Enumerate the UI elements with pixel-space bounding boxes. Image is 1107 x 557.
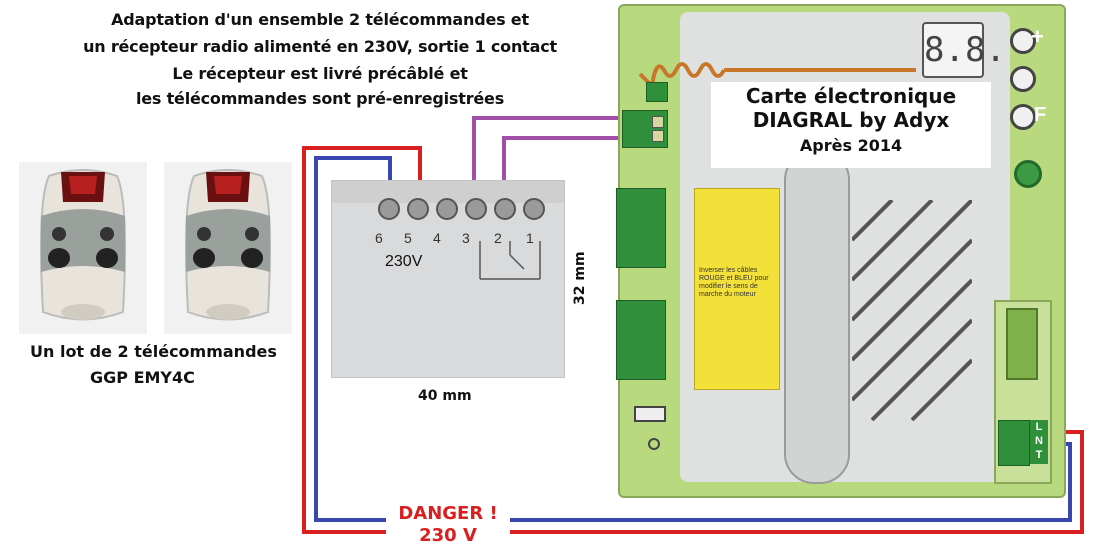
mains-label-n: N [1035, 435, 1043, 447]
terminal-screw-3 [465, 198, 487, 220]
terminal-screw-6 [378, 198, 400, 220]
board-caption-line-2: DIAGRAL by Adyx [752, 108, 950, 132]
height-dimension-label: 32 mm [572, 251, 588, 305]
neutral-wire [314, 156, 1072, 522]
board-caption-line-1: Carte électronique [745, 84, 957, 108]
terminal-screw-5 [407, 198, 429, 220]
terminal-label-4: 4 [433, 230, 441, 246]
contact-symbol [479, 241, 541, 280]
board-hole-icon [648, 438, 660, 450]
title-line-4: les télécommandes sont pré-enregistrées [135, 89, 505, 108]
signal-wire-1 [472, 116, 650, 198]
terminal-label-1: 1 [526, 230, 534, 246]
terminal-screw-4 [436, 198, 458, 220]
receiver-top-strip [332, 181, 564, 203]
remote-control-photo-2 [164, 162, 292, 334]
signal-terminal-slot [652, 130, 664, 142]
minus-button[interactable] [1010, 66, 1036, 92]
heat-sink-icon [852, 200, 972, 422]
mains-terminal-labels: L N T [1030, 420, 1048, 464]
width-dimension-label: 40 mm [418, 388, 472, 404]
voltage-label: 230V [385, 253, 423, 270]
danger-line-1: DANGER ! [398, 503, 498, 524]
terminal-label-5: 5 [404, 230, 412, 246]
remote-icon [185, 169, 271, 321]
title-line-1: Adaptation d'un ensemble 2 télécommandes… [111, 10, 529, 29]
terminal-label-2: 2 [494, 230, 502, 246]
terminal-screw-2 [494, 198, 516, 220]
danger-warning: DANGER ! 230 V [386, 503, 510, 547]
terminal-label-6: 6 [375, 230, 383, 246]
transformer-housing [784, 150, 850, 484]
board-caption-line-3: Après 2014 [799, 136, 903, 155]
mains-label-t: T [1035, 449, 1043, 461]
plus-button-label: + [1031, 24, 1044, 49]
fuse-holder [1006, 308, 1038, 380]
signal-terminal-slot [652, 116, 664, 128]
board-led [634, 406, 666, 422]
remote-icon [40, 169, 126, 321]
danger-line-2: 230 V [419, 525, 477, 546]
mains-terminal-block [998, 420, 1030, 466]
mains-label-l: L [1035, 421, 1043, 433]
antenna-terminal [646, 82, 668, 102]
remote-control-photo-1 [19, 162, 147, 334]
motor-terminal-block-2 [616, 300, 666, 380]
signal-wire-2 [502, 136, 650, 198]
terminal-label-3: 3 [462, 230, 470, 246]
remotes-caption-line-2: GGP EMY4C [90, 368, 195, 387]
board-caption-box: Carte électronique DIAGRAL by Adyx Après… [711, 82, 991, 168]
title-line-3: Le récepteur est livré précâblé et [172, 64, 468, 83]
screw-icon [1014, 160, 1042, 188]
sticker-text: Inverser les câbles ROUGE et BLEU pour m… [699, 267, 769, 298]
function-button-label: F [1034, 104, 1047, 126]
seven-segment-display: 8.8. [922, 22, 1006, 78]
motor-terminal-block-1 [616, 188, 666, 268]
terminal-screw-1 [523, 198, 545, 220]
wiring-sticker: Inverser les câbles ROUGE et BLEU pour m… [694, 188, 780, 390]
remotes-caption-line-1: Un lot de 2 télécommandes [30, 342, 277, 361]
function-button[interactable] [1010, 104, 1036, 130]
plus-button[interactable] [1010, 28, 1036, 54]
title-line-2: un récepteur radio alimenté en 230V, sor… [83, 37, 557, 56]
live-wire [302, 146, 1084, 534]
